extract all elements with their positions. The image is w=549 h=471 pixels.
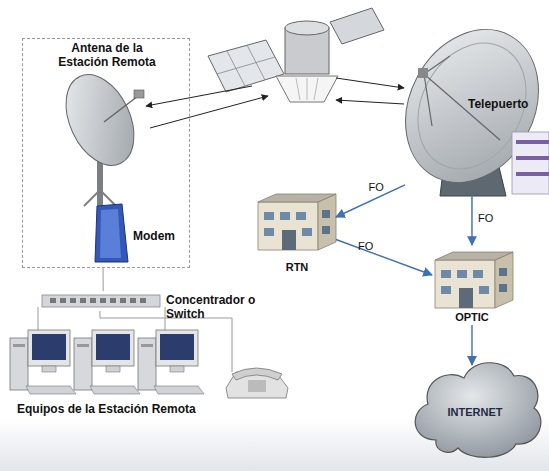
node-label: RTN bbox=[258, 261, 336, 274]
remote-station-group: Antena de la Estación RemotaModem bbox=[22, 38, 190, 268]
lan-cable bbox=[103, 268, 104, 291]
satellite bbox=[208, 8, 384, 102]
cloud-node: INTERNET bbox=[415, 362, 535, 460]
switch-device bbox=[42, 295, 160, 307]
node-label: Antena de la Estación Remota bbox=[52, 42, 162, 70]
computer bbox=[138, 330, 204, 394]
switch-node: Concentrador o Switch bbox=[42, 291, 297, 311]
lan-cable bbox=[99, 311, 100, 318]
fiber-link bbox=[336, 240, 432, 276]
building-node: OPTIC bbox=[432, 245, 512, 325]
computer bbox=[74, 330, 140, 394]
internet-cloud bbox=[415, 363, 541, 458]
node-label: Modem bbox=[133, 230, 187, 244]
node-label: INTERNET bbox=[415, 406, 535, 419]
remote-antenna bbox=[53, 64, 148, 206]
computer bbox=[10, 330, 76, 394]
teleport-node: Telepuerto bbox=[405, 40, 549, 195]
telephone bbox=[226, 368, 288, 398]
uplink-arrow bbox=[336, 78, 404, 88]
uplink-arrow bbox=[146, 86, 252, 106]
building bbox=[435, 252, 513, 308]
fiber-link bbox=[471, 195, 472, 245]
node-label: OPTIC bbox=[432, 311, 512, 324]
teleport-dish bbox=[380, 6, 549, 205]
building bbox=[258, 194, 336, 250]
link-label: FO bbox=[478, 212, 493, 224]
link-label: FO bbox=[369, 181, 384, 193]
node-label: Equipos de la Estación Remota bbox=[17, 403, 220, 417]
link-label: FO bbox=[358, 240, 373, 252]
fiber-link bbox=[471, 325, 472, 365]
downlink-arrow bbox=[336, 100, 404, 104]
building-node: RTN bbox=[258, 190, 336, 280]
modem-device bbox=[95, 204, 128, 262]
downlink-arrow bbox=[150, 96, 268, 128]
equipment-rack bbox=[512, 132, 549, 194]
node-label: Concentrador o Switch bbox=[166, 294, 297, 322]
workstations-node: Equipos de la Estación Remota bbox=[5, 318, 220, 418]
node-label: Telepuerto bbox=[468, 98, 546, 112]
modem-node: Modem bbox=[92, 203, 187, 268]
